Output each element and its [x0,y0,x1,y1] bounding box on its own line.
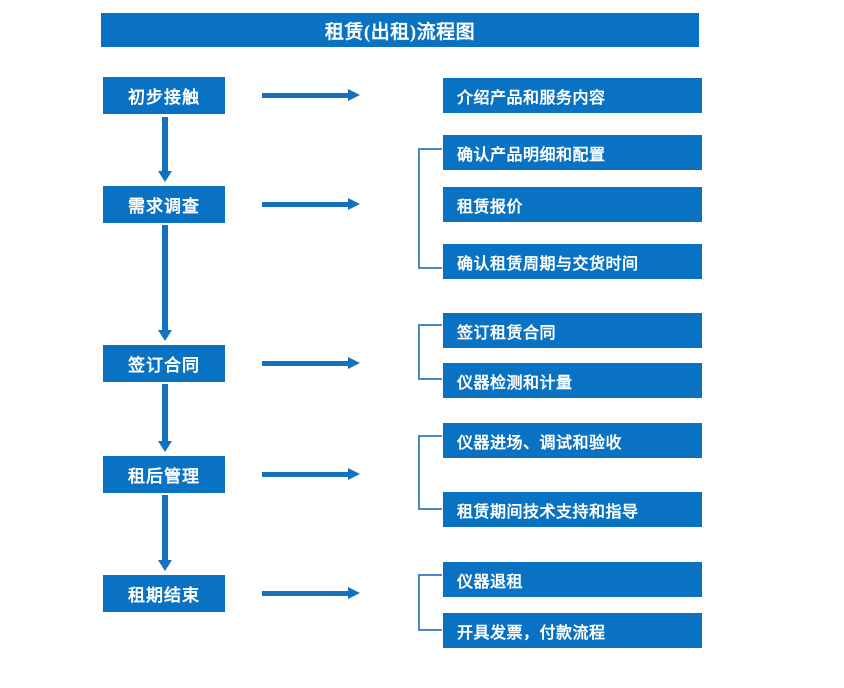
arrow-shaft [162,117,168,171]
stage-box-demand-survey[interactable]: 需求调查 [103,186,225,223]
arrow-head [158,171,172,182]
arrow-down-icon-1 [158,117,172,182]
bracket-icon-2 [418,324,442,380]
detail-box-instrument-delivery[interactable]: 仪器进场、调试和验收 [443,423,702,458]
detail-box-confirm-product-details[interactable]: 确认产品明细和配置 [443,135,702,170]
arrow-down-icon-4 [158,495,172,571]
arrow-head [348,89,360,101]
arrow-right-icon-1 [262,88,362,102]
detail-box-technical-support[interactable]: 租赁期间技术支持和指导 [443,492,702,527]
arrow-head [348,468,360,480]
arrow-head [158,560,172,571]
detail-box-sign-rental-contract[interactable]: 签订租赁合同 [443,313,702,348]
bracket-icon-1 [418,148,442,269]
arrow-shaft [262,591,350,596]
bracket-icon-4 [418,574,442,631]
arrow-shaft [262,93,350,98]
arrow-shaft [162,495,168,560]
arrow-shaft [162,384,168,441]
arrow-head [158,330,172,341]
detail-box-instrument-return[interactable]: 仪器退租 [443,562,702,597]
page-title: 租赁(出租)流程图 [101,13,699,47]
arrow-head [158,441,172,452]
stage-box-post-rental-management[interactable]: 租后管理 [103,456,225,493]
arrow-down-icon-3 [158,384,172,452]
arrow-head [348,587,360,599]
arrow-shaft [262,361,350,366]
stage-box-sign-contract[interactable]: 签订合同 [103,345,225,382]
detail-box-instrument-inspection[interactable]: 仪器检测和计量 [443,363,702,398]
arrow-right-icon-5 [262,586,362,600]
arrow-shaft [262,202,350,207]
arrow-head [348,357,360,369]
detail-box-confirm-rental-period[interactable]: 确认租赁周期与交货时间 [443,244,702,279]
arrow-down-icon-2 [158,225,172,341]
arrow-head [348,198,360,210]
detail-box-rental-quote[interactable]: 租赁报价 [443,187,702,222]
arrow-shaft [262,472,350,477]
arrow-right-icon-4 [262,467,362,481]
stage-box-rental-end[interactable]: 租期结束 [103,575,225,612]
arrow-right-icon-3 [262,356,362,370]
stage-box-initial-contact[interactable]: 初步接触 [103,77,225,114]
arrow-right-icon-2 [262,197,362,211]
arrow-shaft [162,225,168,330]
bracket-icon-3 [418,435,442,510]
detail-box-invoice-payment[interactable]: 开具发票，付款流程 [443,613,702,648]
detail-box-introduce-products[interactable]: 介绍产品和服务内容 [443,78,702,113]
